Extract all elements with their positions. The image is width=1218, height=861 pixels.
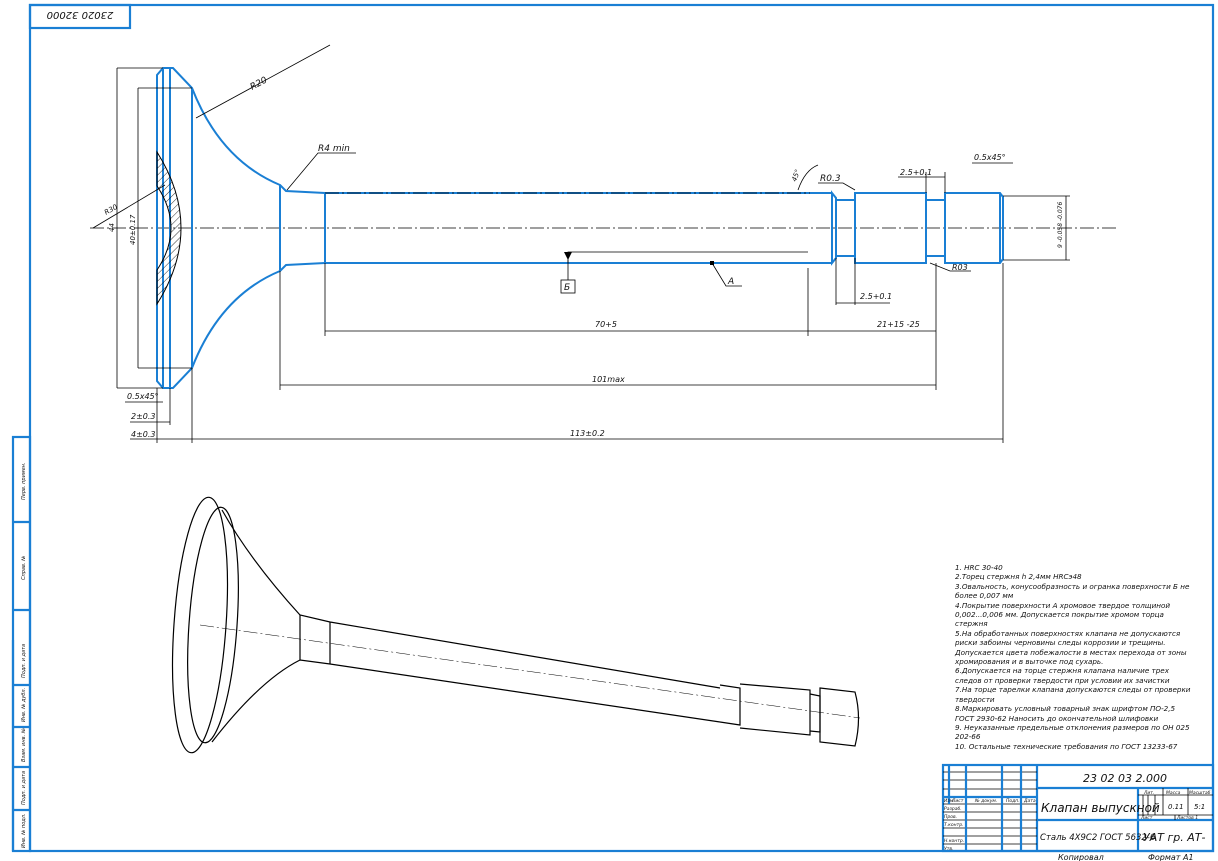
dimensions: R20 R4 min R0.3 45° R03 2.5+0.1 2.5+0.1 … bbox=[92, 44, 1070, 443]
tb-part-name: Клапан выпускной bbox=[1041, 801, 1160, 815]
note: 5.На обработанных поверхностях клапана н… bbox=[955, 628, 1187, 667]
note: 3.Овальность, конусообразность и огранка… bbox=[955, 581, 1190, 601]
dim-r20: R20 bbox=[249, 75, 270, 92]
note: 9. Неуказанные предельные отклонения раз… bbox=[955, 722, 1190, 742]
tb-row: Т.контр. bbox=[944, 822, 964, 828]
surface-b-label: Б bbox=[564, 283, 570, 293]
note: 10. Остальные технические требования по … bbox=[955, 741, 1178, 751]
tb-copied: Копировал bbox=[1058, 853, 1104, 861]
dim-stem-end-dia: 9 -0.058 -0.076 bbox=[1057, 202, 1064, 248]
tb-format: Формат A1 bbox=[1148, 853, 1194, 861]
note: 6.Допускается на торце стержня клапана н… bbox=[955, 666, 1170, 685]
tb-material: Сталь 4Х9С2 ГОСТ 5632-6 bbox=[1040, 833, 1156, 843]
sheet-frame bbox=[28, 3, 1215, 853]
strip-label: Подп. и дата bbox=[21, 771, 27, 805]
tb-scale-label: Масштаб bbox=[1189, 790, 1211, 796]
tb-col: Изм. bbox=[944, 798, 955, 804]
surface-a-label: A bbox=[727, 277, 734, 287]
tb-col: Дата bbox=[1023, 798, 1036, 804]
tb-designation: 23 02 03 2.000 bbox=[1083, 772, 1167, 785]
dim-44: 44 bbox=[108, 223, 116, 232]
dim-2: 2±0.3 bbox=[131, 412, 156, 421]
note: 2.Торец стержня h 2,4мм HRCэ48 bbox=[955, 572, 1082, 582]
dim-chamfer-end: 0.5x45° bbox=[974, 153, 1006, 162]
tb-mass: 0.11 bbox=[1168, 803, 1184, 811]
note: 8.Маркировать условный товарный знак шри… bbox=[955, 704, 1176, 723]
tb-col: Подп. bbox=[1006, 798, 1020, 804]
strip-label: Подп. и дата bbox=[21, 644, 27, 678]
top-stamp-code: 23020 32000 bbox=[47, 9, 114, 20]
valve-3d-view bbox=[171, 496, 861, 754]
strip-label: Инв. № подл. bbox=[21, 814, 27, 849]
dim-21: 21+15 -25 bbox=[877, 320, 920, 329]
dim-chamfer-head: 0.5x45° bbox=[127, 392, 159, 401]
dim-40: 40±0.17 bbox=[129, 214, 137, 245]
strip-label: Инв. № дубл. bbox=[21, 688, 27, 722]
strip-label: Перв. примен. bbox=[21, 462, 27, 500]
dim-101: 101max bbox=[592, 375, 625, 384]
dim-r03-top: R0.3 bbox=[820, 174, 841, 184]
dim-r4min: R4 min bbox=[318, 144, 350, 154]
dim-groove-1: 2.5+0.1 bbox=[900, 168, 932, 177]
dim-r03-bottom: R03 bbox=[952, 263, 968, 272]
tb-row: Н.контр. bbox=[944, 838, 964, 844]
side-strip: Перв. примен. Справ. № Подп. и дата Инв.… bbox=[11, 435, 32, 853]
tb-scale: 5:1 bbox=[1194, 803, 1205, 811]
dim-70: 70+5 bbox=[595, 320, 617, 329]
valve-main-view bbox=[90, 67, 1118, 389]
strip-label: Справ. № bbox=[21, 556, 27, 580]
title-block: Изм. Лист № докум. Подп. Дата Разраб. Пр… bbox=[941, 763, 1215, 861]
tb-lit: Лит. bbox=[1143, 790, 1154, 796]
tb-row: Разраб. bbox=[944, 806, 962, 812]
note: 1. HRC 30-40 bbox=[955, 563, 1003, 572]
dim-groove-2: 2.5+0.1 bbox=[860, 292, 892, 301]
note: 4.Покрытие поверхности А хромовое твердо… bbox=[955, 600, 1171, 629]
tb-sheets: Листов 1 bbox=[1176, 815, 1198, 821]
tb-col: Лист bbox=[951, 798, 964, 804]
tb-organization: УАТ гр. АТ- bbox=[1143, 831, 1205, 844]
top-stamp-box bbox=[28, 3, 132, 30]
technical-requirements: 1. HRC 30-40 2.Торец стержня h 2,4мм HRC… bbox=[955, 563, 1195, 751]
tb-col: № докум. bbox=[974, 798, 997, 804]
tb-row: Пров. bbox=[944, 814, 957, 820]
tb-sheet: Лист bbox=[1140, 815, 1153, 821]
dim-angle: 45° bbox=[790, 168, 802, 182]
dim-4: 4±0.3 bbox=[131, 430, 156, 439]
note: 7.На торце тарелки клапана допускаются с… bbox=[955, 685, 1191, 704]
strip-label: Взам. инв. № bbox=[21, 728, 27, 762]
tb-mass-label: Масса bbox=[1166, 790, 1181, 796]
dim-113: 113±0.2 bbox=[570, 429, 605, 438]
tb-row: Утв. bbox=[944, 846, 953, 852]
